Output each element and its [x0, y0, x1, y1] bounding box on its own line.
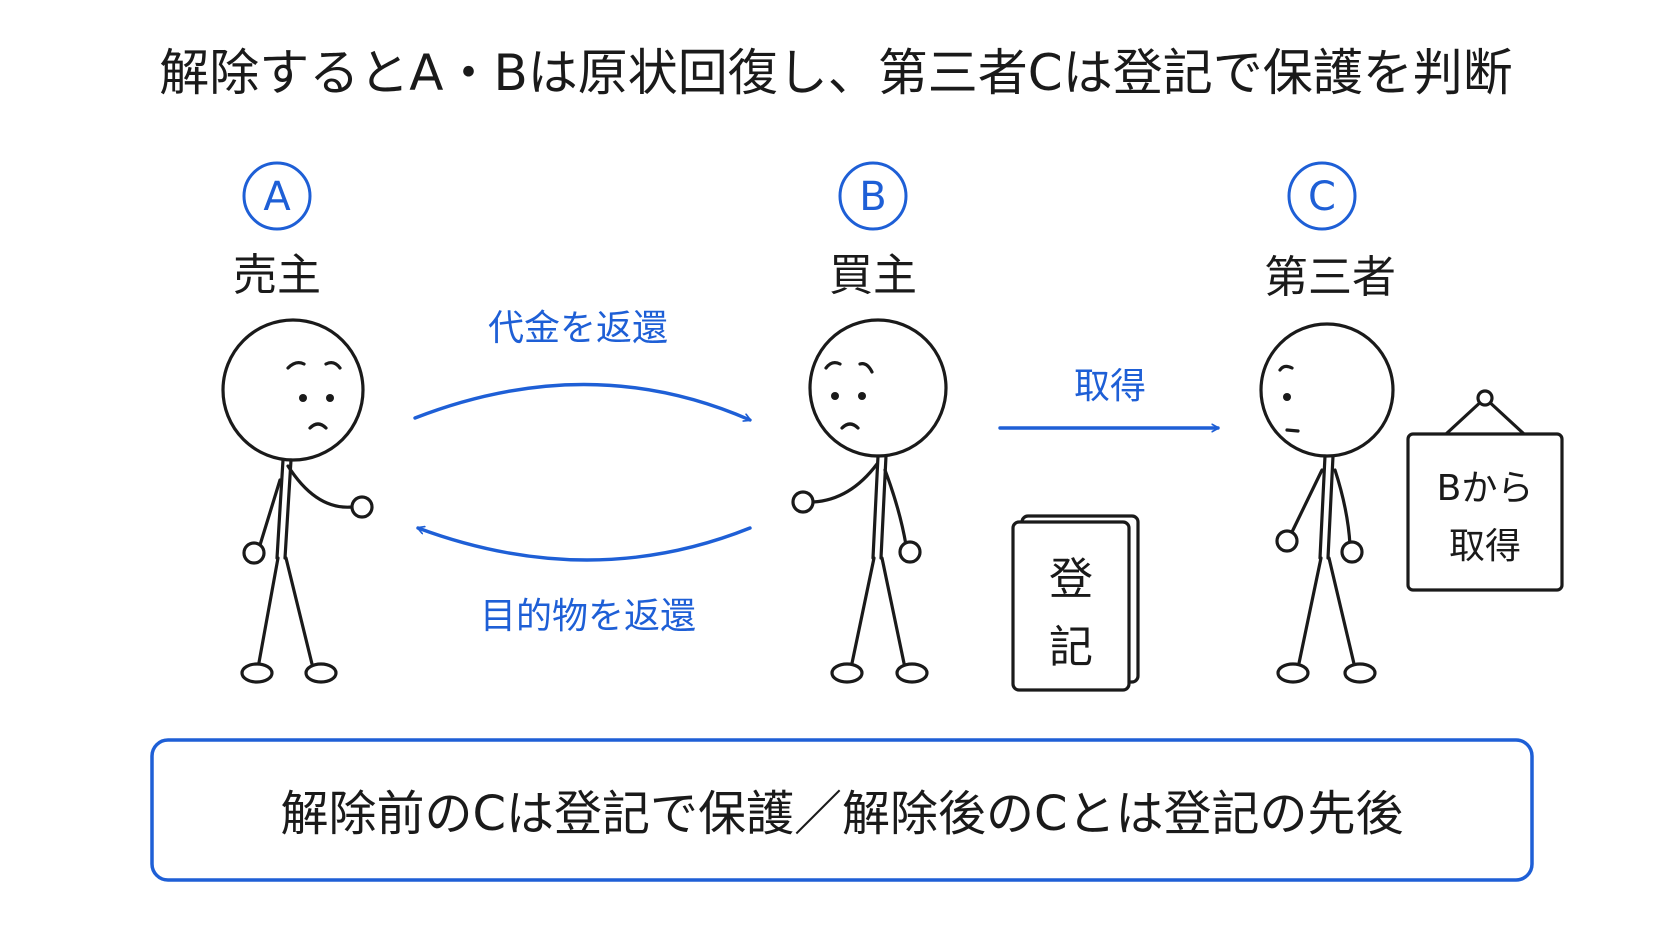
label-acquire: 取得: [1074, 366, 1146, 407]
sign-line2: 取得: [1449, 526, 1521, 567]
label-object-return: 目的物を返還: [480, 596, 696, 637]
stick-figure-b: [791, 318, 948, 684]
party-a-role: 売主: [233, 250, 321, 301]
party-b-letter: B: [859, 174, 886, 220]
hanging-sign: Bから 取得: [1406, 389, 1564, 592]
party-c: C 第三者: [1259, 161, 1396, 684]
arrow-price-return: [413, 382, 752, 420]
party-a-letter: A: [263, 174, 291, 220]
stick-figure-a: [221, 318, 374, 684]
party-c-role: 第三者: [1264, 252, 1396, 303]
registry-book-line1: 登: [1049, 554, 1093, 605]
party-a-badge: [242, 161, 312, 231]
label-price-return: 代金を返還: [488, 308, 668, 349]
summary-box: 解除前のCは登記で保護／解除後のCとは登記の先後: [150, 738, 1534, 882]
registry-book: 登 記: [1011, 514, 1140, 692]
stick-figure-c: [1259, 322, 1395, 684]
party-b-role: 買主: [829, 250, 917, 301]
party-c-letter: C: [1308, 174, 1336, 220]
arrow-object-return: [416, 528, 752, 562]
party-b-badge: [838, 161, 908, 231]
summary-text: 解除前のCは登記で保護／解除後のCとは登記の先後: [280, 786, 1403, 842]
party-a: A 売主: [221, 161, 374, 684]
page-title: 解除するとA・Bは原状回復し、第三者Cは登記で保護を判断: [159, 44, 1512, 102]
sign-line1: Bから: [1437, 468, 1534, 509]
party-c-badge: [1287, 161, 1357, 231]
registry-book-line2: 記: [1049, 622, 1093, 673]
party-b: B 買主: [791, 161, 948, 684]
